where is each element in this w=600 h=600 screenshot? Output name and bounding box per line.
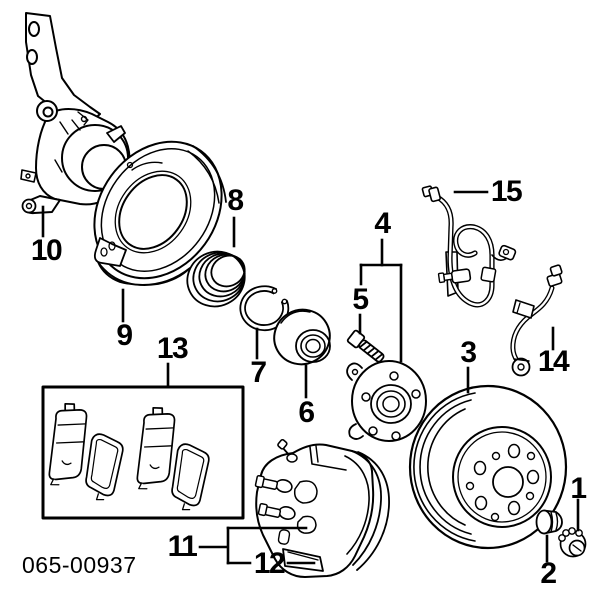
callout-7: 7 xyxy=(250,356,267,389)
brake-pads-kit xyxy=(41,385,245,520)
callout-9: 9 xyxy=(116,319,133,352)
brake-hose xyxy=(510,264,563,377)
castle-nut xyxy=(558,527,587,558)
brake-dust-cover xyxy=(93,140,227,286)
callout-2: 2 xyxy=(540,557,557,590)
hub-bolt xyxy=(346,329,385,363)
callout-13: 13 xyxy=(156,332,189,365)
callout-12: 12 xyxy=(253,547,286,580)
brake-rotor xyxy=(408,384,568,550)
leader-lines xyxy=(41,190,580,565)
bearing-seal-rings xyxy=(186,250,246,308)
abs-sensor-wire xyxy=(421,185,517,308)
callout-4: 4 xyxy=(374,207,391,240)
diagram-part-number: 065-00937 xyxy=(22,552,137,578)
callout-5: 5 xyxy=(352,283,369,316)
callout-6: 6 xyxy=(298,396,315,429)
wheel-bearing xyxy=(273,308,331,366)
callout-11: 11 xyxy=(167,530,198,563)
callout-8: 8 xyxy=(227,184,244,217)
grease-cap xyxy=(535,509,563,535)
callout-14: 14 xyxy=(537,345,570,378)
brake-caliper xyxy=(254,439,390,578)
wheel-hub xyxy=(346,360,427,442)
callout-1: 1 xyxy=(570,472,587,505)
callout-15: 15 xyxy=(490,175,523,208)
callout-3: 3 xyxy=(460,336,477,369)
callout-10: 10 xyxy=(30,234,63,267)
